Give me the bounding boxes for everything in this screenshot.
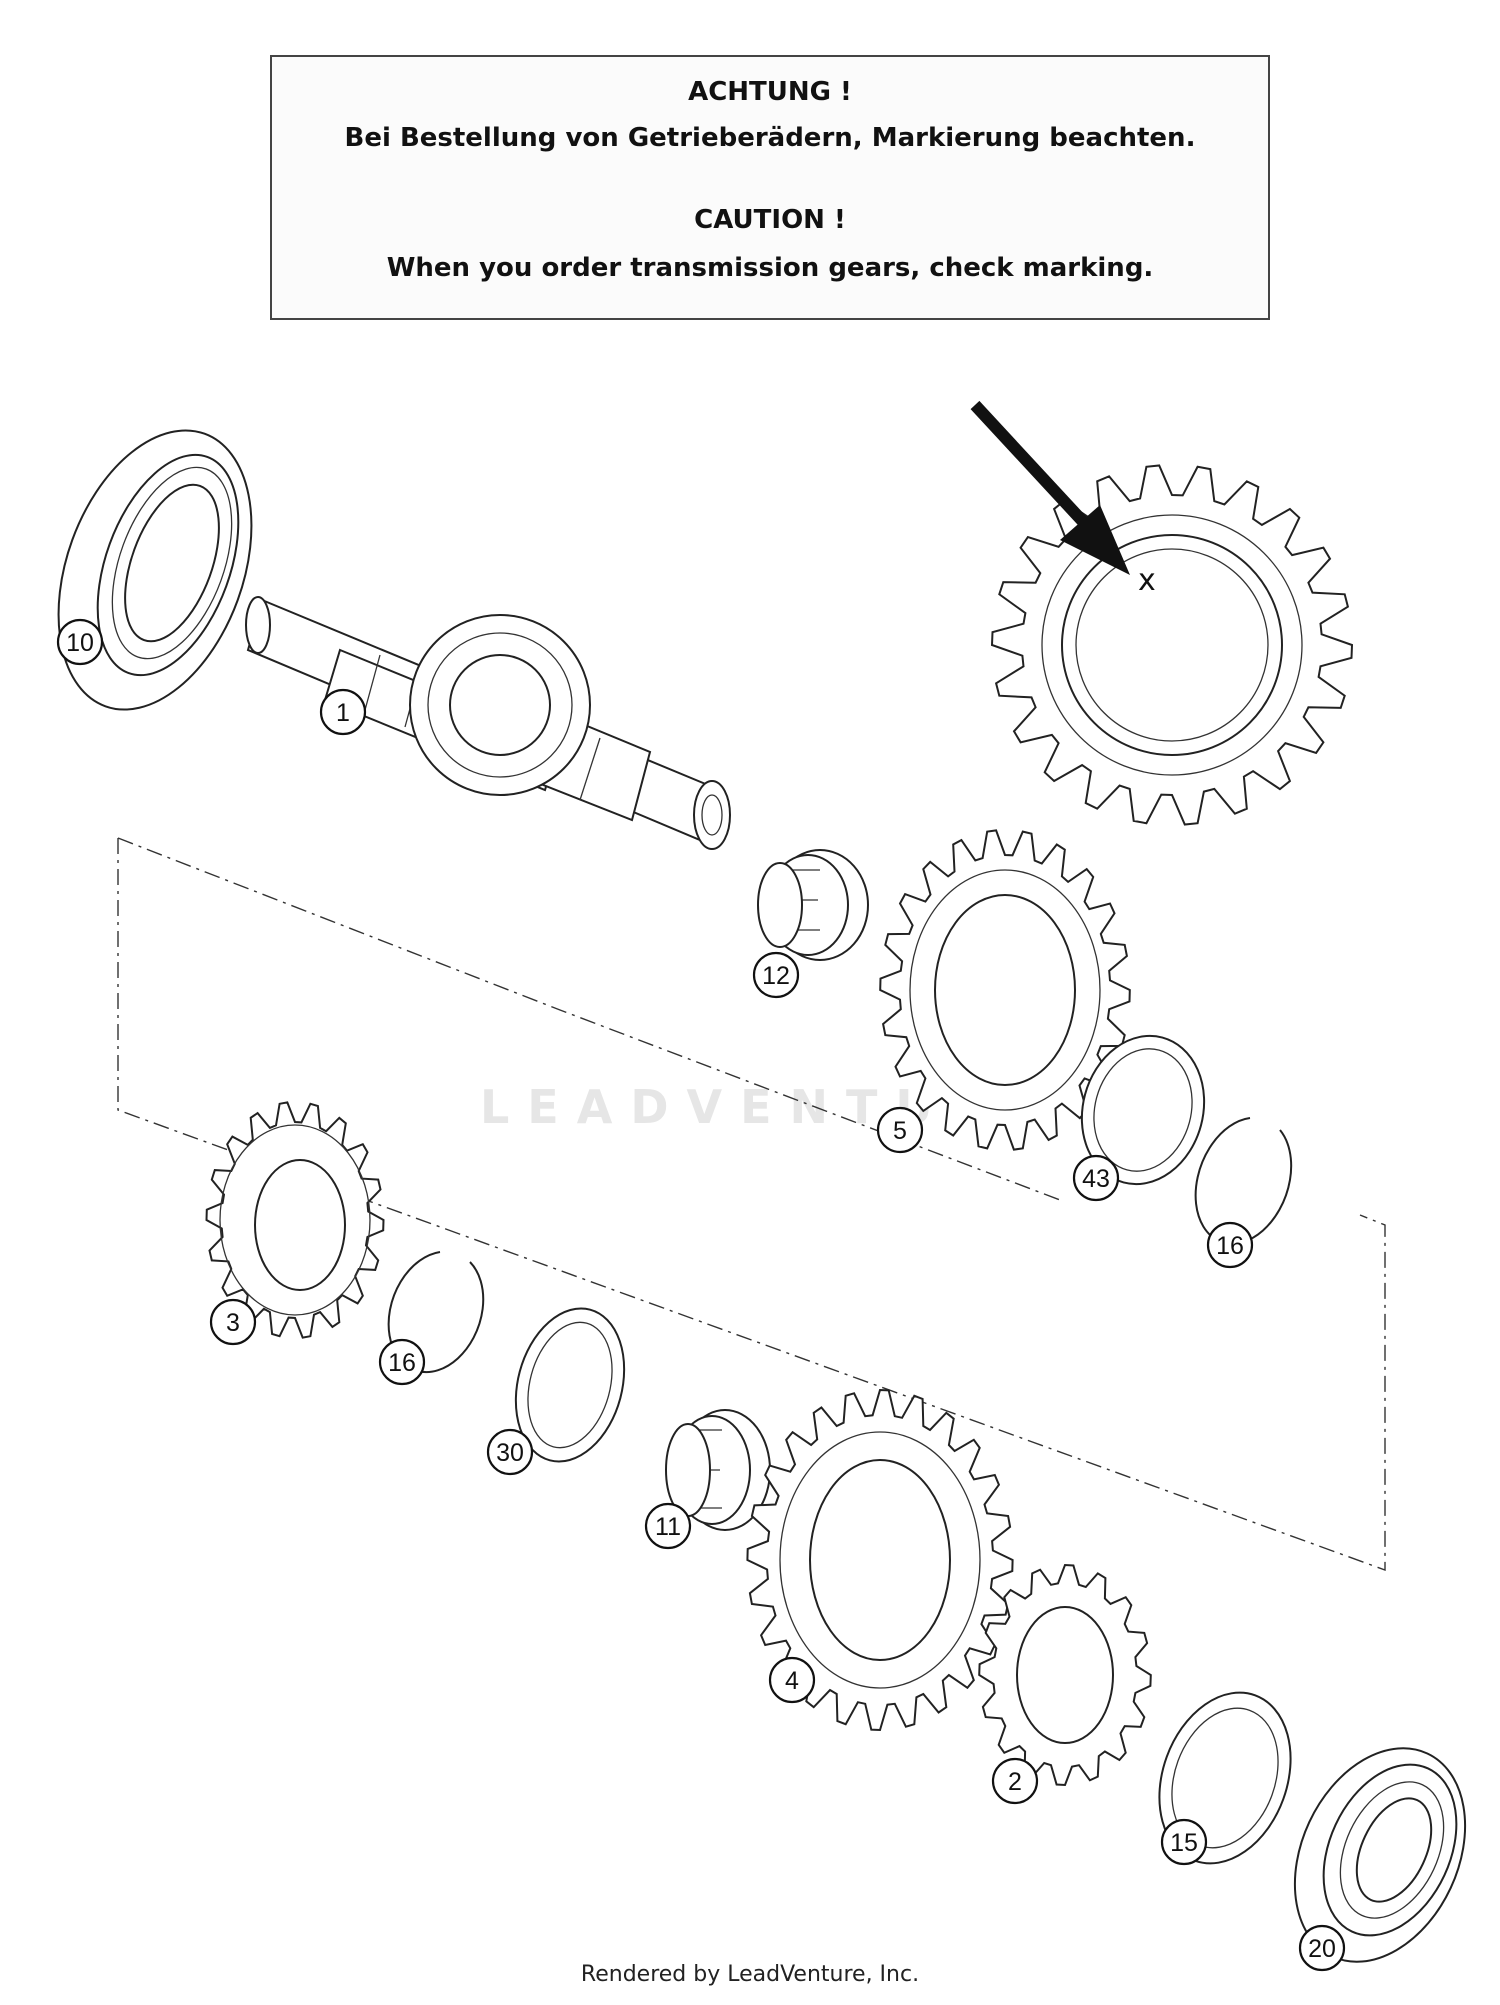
- footer-credit: Rendered by LeadVenture, Inc.: [580, 1962, 920, 1987]
- callout-12-needle-bearing: 12: [752, 951, 800, 999]
- callout-number: 1: [336, 699, 350, 727]
- callout-number: 16: [388, 1349, 416, 1377]
- callout-5-gear: 5: [876, 1106, 924, 1154]
- callout-10-bearing: 10: [56, 618, 104, 666]
- callout-circle: [991, 1757, 1039, 1805]
- callout-circle: [644, 1502, 692, 1550]
- circlip-16-right-drawing: [1194, 1117, 1293, 1245]
- caution-text-de: Bei Bestellung von Getrieberädern, Marki…: [344, 123, 1196, 153]
- callout-number: 11: [655, 1513, 681, 1541]
- marking-arrow: [970, 400, 1130, 575]
- callout-circle: [1072, 1154, 1120, 1202]
- callout-number: 20: [1308, 1935, 1336, 1963]
- callout-number: 3: [226, 1309, 240, 1337]
- marking-symbol: x: [1138, 563, 1156, 598]
- callout-number: 30: [496, 1439, 524, 1467]
- thrust-washer-30-drawing: [514, 1307, 626, 1463]
- needle-bearing-11-drawing: [665, 1409, 771, 1531]
- callout-number: 10: [66, 629, 94, 657]
- callout-layer: 10 1 12 5 43 16 3 16 30 11 4 2 15 20: [56, 618, 1346, 1972]
- callout-16-circlip: 16: [378, 1338, 426, 1386]
- exploded-view: x: [56, 400, 1467, 1972]
- callout-15-washer: 15: [1160, 1818, 1208, 1866]
- callout-circle: [768, 1656, 816, 1704]
- callout-circle: [209, 1298, 257, 1346]
- callout-3-gear: 3: [209, 1298, 257, 1346]
- callout-1-main-shaft: 1: [319, 688, 367, 736]
- callout-number: 12: [762, 962, 790, 990]
- callout-43-thrust-washer: 43: [1072, 1154, 1120, 1202]
- callout-number: 5: [893, 1117, 907, 1145]
- callout-circle: [486, 1428, 534, 1476]
- callout-number: 4: [785, 1667, 799, 1695]
- gear-4-drawing: [746, 1388, 1014, 1732]
- callout-number: 16: [1216, 1232, 1244, 1260]
- bearing-20-drawing: [1293, 1747, 1467, 1963]
- caution-text-en: When you order transmission gears, check…: [386, 253, 1154, 283]
- gear-5-drawing: [879, 829, 1131, 1151]
- bearing-10-drawing: [57, 429, 253, 711]
- gear-2-drawing: [978, 1563, 1152, 1787]
- marked-gear-drawing: [990, 464, 1354, 826]
- caution-notice: ACHTUNG ! Bei Bestellung von Getrieberäd…: [270, 55, 1270, 320]
- callout-circle: [56, 618, 104, 666]
- callout-circle: [876, 1106, 924, 1154]
- caution-heading-de: ACHTUNG !: [688, 77, 852, 107]
- callout-30-thrust-washer: 30: [486, 1428, 534, 1476]
- main-shaft-gear: [409, 614, 591, 796]
- callout-16-circlip: 16: [1206, 1221, 1254, 1269]
- callout-circle: [1206, 1221, 1254, 1269]
- callout-number: 15: [1170, 1829, 1198, 1857]
- callout-number: 43: [1082, 1165, 1110, 1193]
- caution-heading-en: CAUTION !: [694, 205, 846, 235]
- callout-number: 2: [1008, 1768, 1022, 1796]
- gear-3-drawing: [205, 1101, 385, 1339]
- callout-2-gear: 2: [991, 1757, 1039, 1805]
- thrust-washer-43-drawing: [1080, 1034, 1206, 1186]
- callout-circle: [319, 688, 367, 736]
- callout-11-needle-bearing: 11: [644, 1502, 692, 1550]
- callout-circle: [1298, 1924, 1346, 1972]
- callout-circle: [1160, 1818, 1208, 1866]
- callout-4-gear: 4: [768, 1656, 816, 1704]
- callout-circle: [752, 951, 800, 999]
- needle-bearing-12-drawing: [757, 849, 869, 961]
- callout-20-bearing: 20: [1298, 1924, 1346, 1972]
- callout-circle: [378, 1338, 426, 1386]
